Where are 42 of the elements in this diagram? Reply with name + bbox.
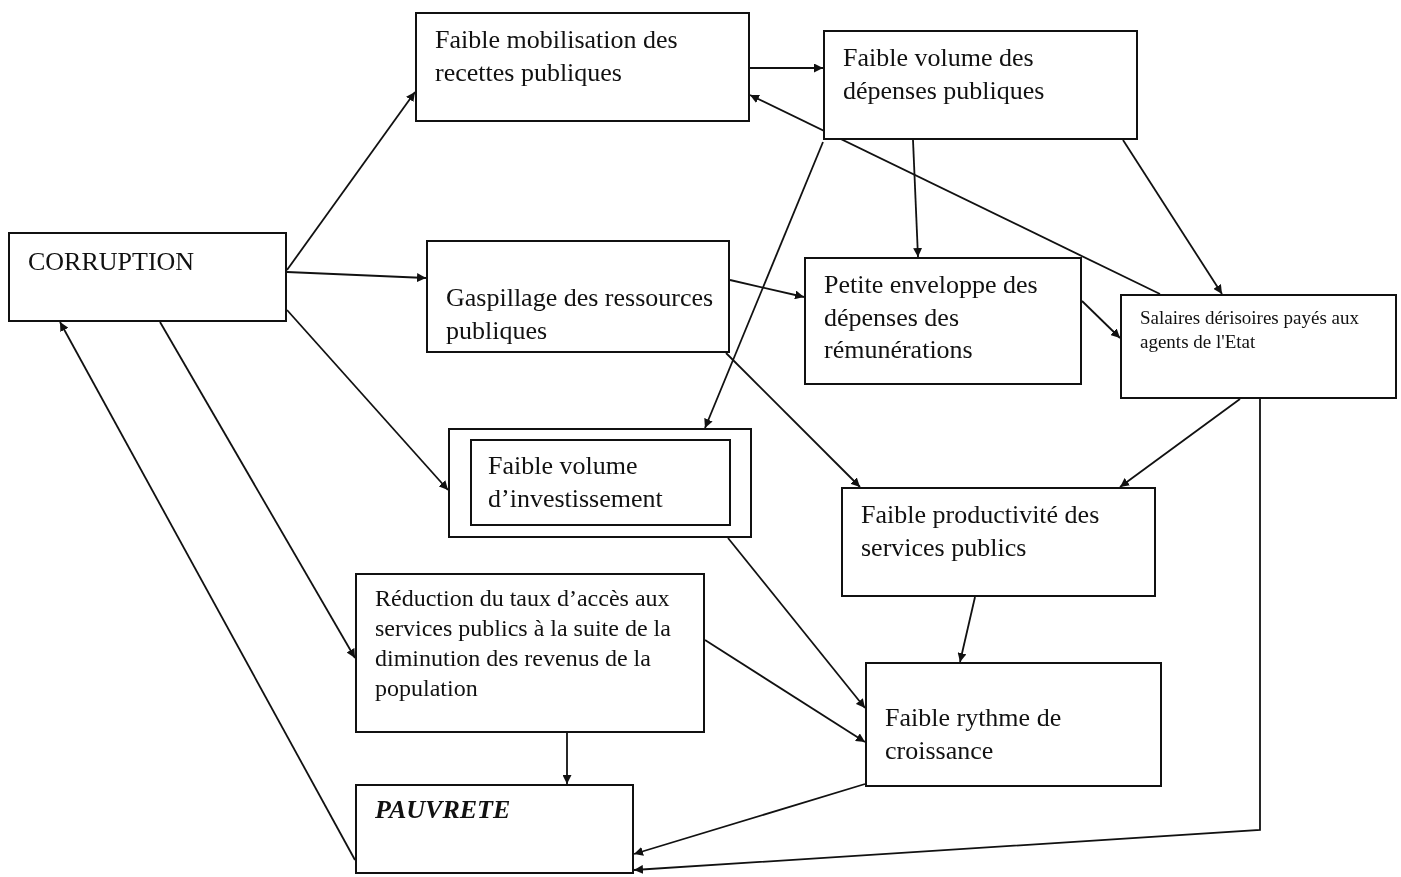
process-box bbox=[865, 662, 1162, 787]
arrow bbox=[286, 271, 427, 283]
double-bordered-box bbox=[448, 428, 752, 538]
process-box bbox=[804, 257, 1082, 385]
node-text: Salaires dérisoires payés aux agents de l'Etat bbox=[1140, 306, 1360, 354]
process-box bbox=[841, 487, 1156, 597]
arrow bbox=[727, 537, 866, 709]
arrow bbox=[725, 352, 861, 488]
arrow bbox=[749, 63, 824, 73]
node-text: Faible productivité des services publics bbox=[861, 499, 1101, 564]
node-text: PAUVRETE bbox=[375, 794, 512, 826]
process-box bbox=[355, 573, 705, 733]
arrow bbox=[912, 139, 923, 258]
node-text: Faible volume d’investissement bbox=[488, 450, 664, 515]
arrow bbox=[1081, 300, 1121, 339]
process-box bbox=[415, 12, 750, 122]
arrow bbox=[286, 91, 416, 271]
node-text: Faible rythme de croissance bbox=[885, 702, 1063, 767]
arrow bbox=[729, 279, 805, 300]
node-text: CORRUPTION bbox=[28, 246, 196, 278]
arrow bbox=[749, 94, 1161, 295]
arrow bbox=[957, 596, 976, 663]
arrow bbox=[633, 398, 1261, 874]
arrow bbox=[159, 321, 356, 659]
node-text: Gaspillage des ressources publiques bbox=[446, 282, 715, 347]
arrow bbox=[286, 309, 449, 491]
process-box bbox=[426, 240, 730, 353]
node-text: Faible volume des dépenses publiques bbox=[843, 42, 1046, 107]
arrow bbox=[704, 639, 866, 743]
arrow bbox=[59, 321, 356, 861]
node-text: Petite enveloppe des dépenses des rémunérations bbox=[824, 269, 1039, 366]
arrow bbox=[704, 141, 824, 429]
node-text: Faible mobilisation des recettes publiques bbox=[435, 24, 679, 89]
arrow bbox=[1119, 398, 1241, 488]
process-box bbox=[1120, 294, 1397, 399]
process-box bbox=[355, 784, 634, 874]
arrow bbox=[633, 783, 866, 856]
node-text: Réduction du taux d’accès aux services publics à la suite de la diminution des revenus de la population bbox=[375, 584, 672, 703]
process-box bbox=[8, 232, 287, 322]
arrow bbox=[1122, 139, 1223, 295]
arrow bbox=[562, 732, 572, 785]
process-box bbox=[823, 30, 1138, 140]
